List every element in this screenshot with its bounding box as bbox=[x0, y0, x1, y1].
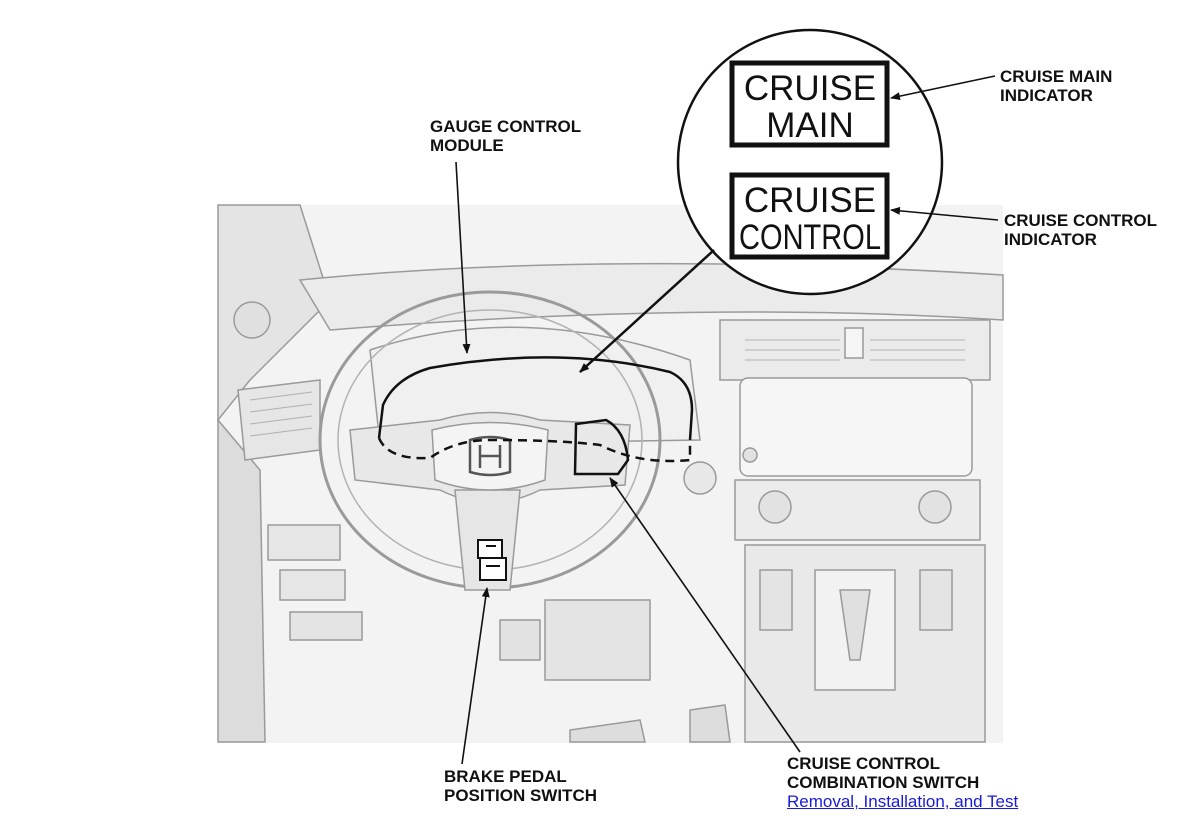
removal-installation-test-link[interactable]: Removal, Installation, and Test bbox=[787, 792, 1019, 811]
cruise-control-indicator-icon: CRUISE CONTROL bbox=[729, 172, 890, 260]
leader-magnifier-to-cluster bbox=[579, 249, 715, 373]
dashboard-drawing bbox=[217, 204, 1004, 743]
gauge-control-module-outline bbox=[377, 356, 694, 441]
cruise-main-indicator-label-line2: INDICATOR bbox=[1000, 86, 1093, 105]
brake-pedal-position-switch-label: BRAKE PEDAL POSITION SWITCH bbox=[444, 767, 597, 805]
brake-pedal-position-switch-label-line2: POSITION SWITCH bbox=[444, 786, 597, 805]
cruise-control-indicator-label-line2: INDICATOR bbox=[1004, 230, 1097, 249]
honda-logo-icon bbox=[468, 435, 512, 477]
leader-cruise-control-indicator bbox=[890, 206, 999, 221]
brake-pedal-position-switch-part bbox=[477, 539, 507, 581]
gauge-control-module-label-line1: GAUGE CONTROL bbox=[430, 117, 582, 136]
cruise-control-indicator-line1: CRUISE bbox=[744, 181, 876, 220]
cruise-main-indicator-label: CRUISE MAIN INDICATOR bbox=[1000, 67, 1112, 105]
cruise-control-combination-switch-outline bbox=[573, 418, 630, 476]
cruise-control-indicator-label-line1: CRUISE CONTROL bbox=[1004, 211, 1157, 230]
cruise-control-combination-switch-label-line2: COMBINATION SWITCH bbox=[787, 773, 980, 792]
leader-gauge-control-module bbox=[455, 161, 471, 354]
gauge-control-module-label-line2: MODULE bbox=[430, 136, 504, 155]
cruise-control-indicator-line2: CONTROL bbox=[739, 218, 881, 257]
cruise-main-indicator-line2: MAIN bbox=[766, 106, 854, 145]
cruise-control-combination-switch-label: CRUISE CONTROL COMBINATION SWITCH Remova… bbox=[787, 754, 1018, 811]
cruise-control-combination-switch-label-line1: CRUISE CONTROL bbox=[787, 754, 940, 773]
cruise-main-indicator-line1: CRUISE bbox=[744, 69, 876, 108]
gauge-control-module-hidden-outline bbox=[377, 437, 692, 463]
leader-cruise-control-combination-switch bbox=[609, 477, 801, 753]
brake-pedal-position-switch-label-line1: BRAKE PEDAL bbox=[444, 767, 567, 786]
leader-lines bbox=[455, 75, 999, 765]
leader-cruise-main-indicator bbox=[890, 75, 996, 101]
gauge-control-module-label: GAUGE CONTROL MODULE bbox=[430, 117, 581, 155]
leader-brake-pedal-position-switch bbox=[461, 587, 490, 765]
cruise-control-indicator-label: CRUISE CONTROL INDICATOR bbox=[1004, 211, 1157, 249]
cruise-main-indicator-icon: CRUISE MAIN bbox=[729, 60, 890, 148]
cruise-main-indicator-label-line1: CRUISE MAIN bbox=[1000, 67, 1113, 86]
